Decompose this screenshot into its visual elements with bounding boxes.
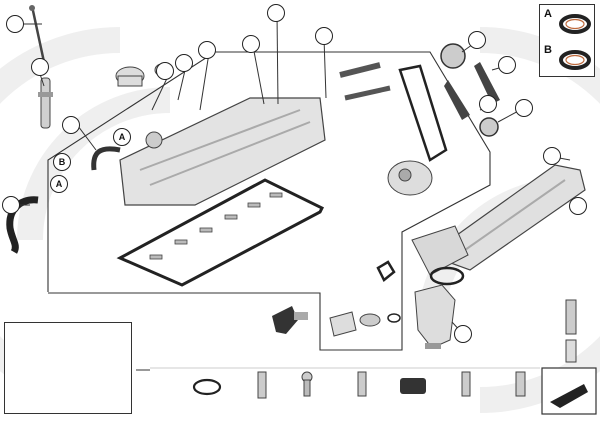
callout-7 [242,35,260,53]
assembly-group-outline [47,51,491,351]
cover-gasket-part [116,178,325,287]
injector-part [38,77,53,129]
marker-a-upper: A [113,128,131,146]
marker-a-left: A [50,175,68,193]
callout-9 [315,27,333,45]
camshaft-sprocket-lower-part [479,117,499,137]
callout-10 [468,31,486,49]
gasket-bolts [149,192,283,260]
camshaft-sprocket-part [440,43,466,69]
callout-14 [543,147,561,165]
camshaft-part [339,62,391,101]
callout-4 [156,62,174,80]
callout-5 [175,54,193,72]
callout-3 [62,116,80,134]
vacuum-pump-part [387,160,433,196]
legend-box: A B [539,4,595,77]
throttle-part [329,311,401,337]
cylinder-head-cover-part [119,97,326,206]
callout-17 [2,196,20,214]
seal-ring-b-icon [559,50,591,70]
callout-16 [454,325,472,343]
timing-chain-part [398,64,448,162]
callout-12 [479,95,497,113]
callout-1 [6,15,24,33]
seal-ring-a-icon [559,14,591,34]
vent-hose-part [6,196,39,254]
parts-inset [4,322,132,414]
manifold-gasket-ring [429,266,465,286]
callout-13 [515,99,533,117]
callout-2 [31,58,49,76]
callout-8 [267,4,285,22]
camshaft-sensor-part [272,306,308,334]
callout-6 [198,41,216,59]
chain-guide-part [444,80,470,120]
vent-hose-small-part [91,146,121,171]
chain-guide-right-part [474,62,500,104]
dipstick-part [29,5,46,63]
callout-11 [498,56,516,74]
bottom-hardware-row [150,299,577,399]
clamp-part [376,260,396,282]
legend-label-a: A [544,8,552,20]
intake-manifold-part [411,164,586,276]
callout-15 [569,197,587,215]
egr-valve-part [414,284,456,349]
legend-label-b: B [544,44,552,56]
arrow-icon [541,367,597,415]
marker-b-left: B [53,153,71,171]
